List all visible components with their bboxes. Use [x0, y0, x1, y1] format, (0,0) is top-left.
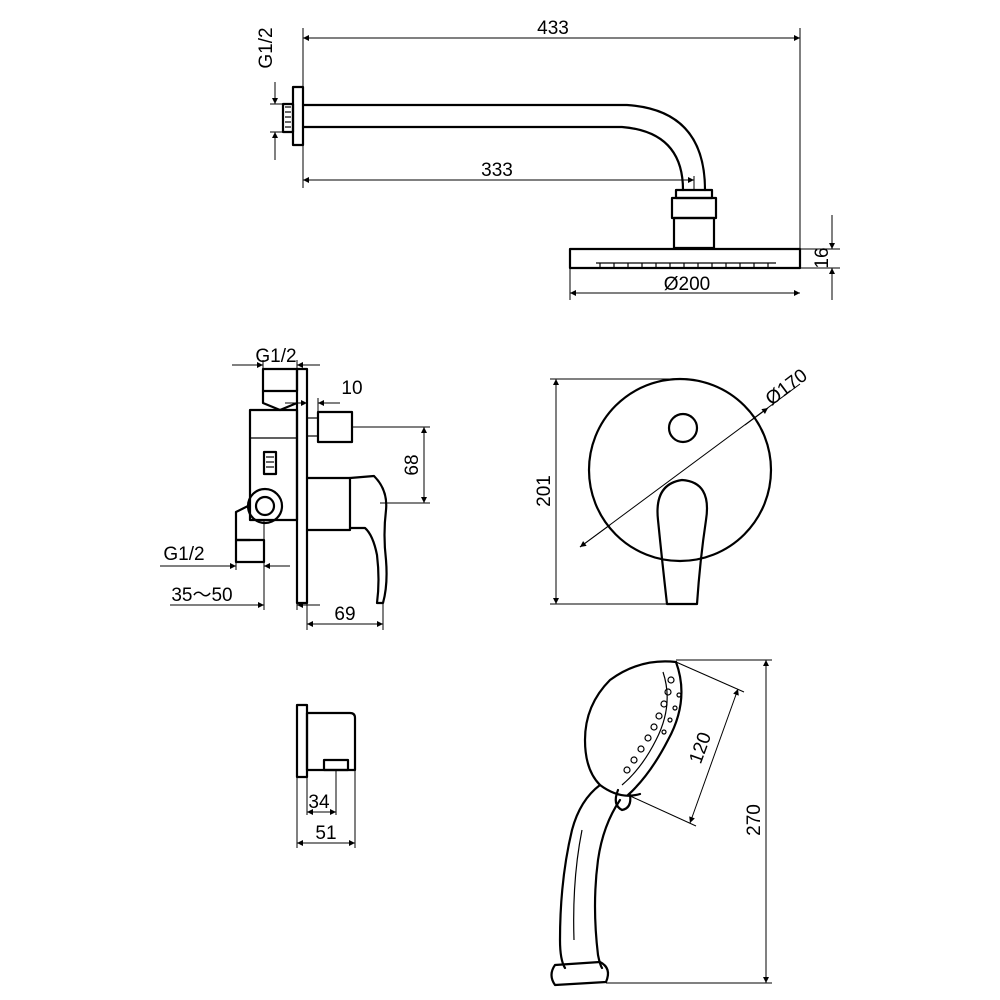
top-inlet	[261, 367, 299, 393]
top-inlet-nut	[261, 389, 299, 412]
head-connector	[672, 216, 716, 250]
swivel-nut	[674, 188, 714, 200]
bottom-thread-label: G1/2	[163, 544, 204, 565]
union-inner	[254, 495, 276, 517]
outlet-body	[305, 711, 357, 772]
front-handle-lever	[656, 478, 709, 606]
valve-body	[248, 408, 299, 522]
swivel-ball	[670, 196, 718, 220]
hand-shower-face-inner	[621, 671, 668, 786]
hand-shower-face	[626, 660, 683, 797]
mixer-side-view: G1/2 10 68 G1/2 35～50 69	[160, 346, 430, 630]
outlet-spout	[316, 410, 354, 444]
cover-plate	[587, 377, 773, 563]
overall-height-label: 201	[534, 475, 555, 507]
outlet-wall-plate	[295, 703, 309, 779]
handle-right-edge	[593, 798, 622, 970]
dim-line-120	[689, 688, 739, 824]
cartridge-window	[262, 450, 278, 476]
top-thread-label: G1/2	[255, 346, 296, 367]
hand-shower-length-label: 270	[744, 804, 765, 836]
arm-thread-stub	[281, 102, 295, 134]
depth-range-label: 35～50	[171, 585, 232, 606]
outlet-connector	[322, 758, 350, 772]
hand-shower-view: 120 270	[550, 659, 772, 987]
outlet-offset-label: 10	[341, 378, 362, 399]
face-diameter-label: 120	[686, 730, 717, 767]
wall-plate	[295, 367, 309, 605]
spray-nozzles	[623, 676, 682, 774]
arm-thread-label: G1/2	[256, 27, 277, 68]
head-thickness-label: 16	[812, 247, 833, 268]
arm-length-label: 333	[481, 160, 513, 181]
handle-left-edge	[558, 783, 602, 970]
union-outer	[246, 487, 284, 525]
hand-shower-head-back	[583, 660, 678, 797]
mixer-front-view: Ø170 201	[534, 365, 812, 606]
handle-highlight	[573, 829, 583, 941]
handle-end-cap	[550, 960, 610, 987]
handle-base	[305, 476, 352, 532]
overall-length-label: 433	[537, 18, 569, 39]
head-diameter-label: Ø200	[664, 274, 710, 295]
outlet-height-label: 68	[402, 454, 423, 475]
diverter-knob	[667, 412, 699, 444]
arm-pipe-bottom	[301, 125, 685, 192]
bottom-inlet	[234, 538, 266, 564]
shower-arm-view: 433 333 G1/2 Ø200 16	[256, 18, 840, 300]
shower-head	[568, 247, 802, 270]
outlet-inner-depth-label: 34	[308, 792, 330, 813]
wall-flange	[291, 85, 305, 147]
shower-head-nozzles	[599, 263, 769, 267]
handle-projection-label: 69	[334, 604, 355, 625]
outlet-overall-depth-label: 51	[315, 823, 336, 844]
plate-diameter-label: Ø170	[762, 365, 812, 410]
wall-outlet-view: 34 51	[295, 703, 357, 848]
handle-lever	[348, 474, 388, 605]
arm-pipe-top	[301, 103, 707, 192]
mode-selector	[614, 788, 632, 812]
